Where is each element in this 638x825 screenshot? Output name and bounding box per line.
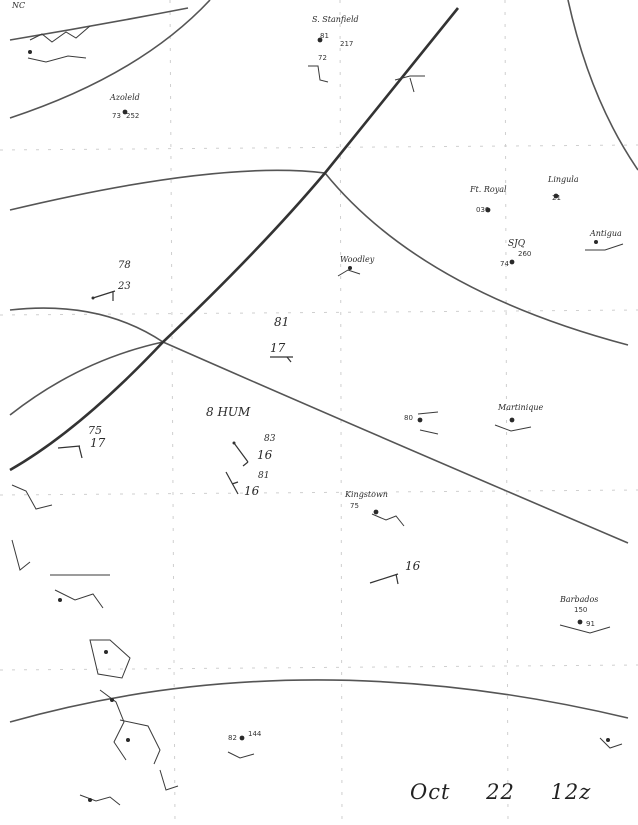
plot-num: 72 bbox=[318, 54, 327, 62]
station-labels: S. Stanfield NC Azoleld Ft. Royal Lingul… bbox=[11, 1, 622, 604]
isobar-right-top bbox=[567, 0, 638, 171]
obs-81-16: 81 16 bbox=[225, 471, 269, 498]
plot-num: 75 bbox=[350, 502, 359, 510]
isobar-lower bbox=[9, 307, 164, 343]
isobar-lower-2 bbox=[9, 341, 164, 416]
station-middle: Woodley bbox=[340, 255, 375, 264]
obs-78-23-wind: 23 bbox=[117, 281, 131, 292]
isobar-mid-right bbox=[324, 172, 629, 346]
obs-75-17-wind: 17 bbox=[90, 436, 106, 450]
plot-num: 252 bbox=[126, 112, 139, 120]
center-hum-label: 8 HUM bbox=[206, 405, 251, 419]
isobar-mid bbox=[9, 169, 326, 211]
obs-16: 16 bbox=[369, 559, 421, 585]
trough-line bbox=[9, 7, 460, 472]
obs-81-17-temp: 81 bbox=[274, 315, 289, 329]
plot-num: 144 bbox=[248, 730, 262, 738]
plot-num: 81 bbox=[320, 32, 329, 40]
plot-num: 73 bbox=[112, 112, 121, 120]
isobar-upper-left bbox=[9, 0, 211, 119]
plot-num: 030 bbox=[476, 206, 489, 214]
obs-78-23: 78 23 bbox=[91, 260, 131, 301]
plot-num: 260 bbox=[518, 250, 531, 258]
obs-81-16-wind: 16 bbox=[244, 484, 260, 498]
station-upper-left: Azoleld bbox=[109, 93, 140, 102]
center-label: 8 HUM bbox=[206, 405, 251, 419]
date-day: 22 bbox=[486, 780, 515, 804]
obs-83-16-wind: 16 bbox=[257, 448, 273, 462]
isobar-top-left bbox=[9, 7, 189, 41]
station-sjq: SJQ bbox=[508, 239, 526, 249]
plot-num: 82 bbox=[228, 734, 237, 742]
obs-75-17: 75 17 bbox=[57, 424, 106, 459]
station-right-upper2: Lingula bbox=[547, 175, 579, 184]
plot-num: 74 bbox=[500, 260, 509, 268]
obs-83-16: 83 16 bbox=[232, 434, 276, 467]
plot-num: 150 bbox=[574, 606, 587, 614]
obs-16-wind: 16 bbox=[405, 559, 421, 573]
obs-81-17-wind: 17 bbox=[270, 341, 286, 355]
chart-date: Oct 22 12z bbox=[410, 780, 619, 804]
station-top-left: NC bbox=[11, 1, 25, 10]
station-middle-low: Kingstown bbox=[344, 490, 388, 499]
plot-num: 217 bbox=[340, 40, 353, 48]
isobars bbox=[9, 0, 638, 723]
station-right-mid2: Martinique bbox=[497, 403, 544, 412]
ink-scribbles bbox=[11, 25, 624, 806]
station-right-mid: Antigua bbox=[589, 229, 622, 238]
date-time: 12z bbox=[550, 780, 592, 804]
obs-81-16-temp: 81 bbox=[258, 471, 269, 481]
plot-num: 80 bbox=[404, 414, 413, 422]
date-month: Oct bbox=[410, 780, 451, 804]
isobar-lower-right bbox=[162, 341, 629, 544]
station-dots bbox=[28, 37, 610, 802]
station-right-upper: Ft. Royal bbox=[469, 185, 507, 194]
station-right-low: Barbados bbox=[559, 595, 598, 604]
isobar-bottom bbox=[9, 679, 629, 723]
obs-83-16-temp: 83 bbox=[264, 434, 276, 444]
station-top-center: S. Stanfield bbox=[312, 15, 359, 24]
plot-num: 91 bbox=[586, 620, 595, 628]
obs-75-17-temp: 75 bbox=[88, 424, 102, 437]
obs-81-17: 81 17 bbox=[270, 315, 293, 363]
obs-78-23-temp: 78 bbox=[118, 260, 131, 271]
